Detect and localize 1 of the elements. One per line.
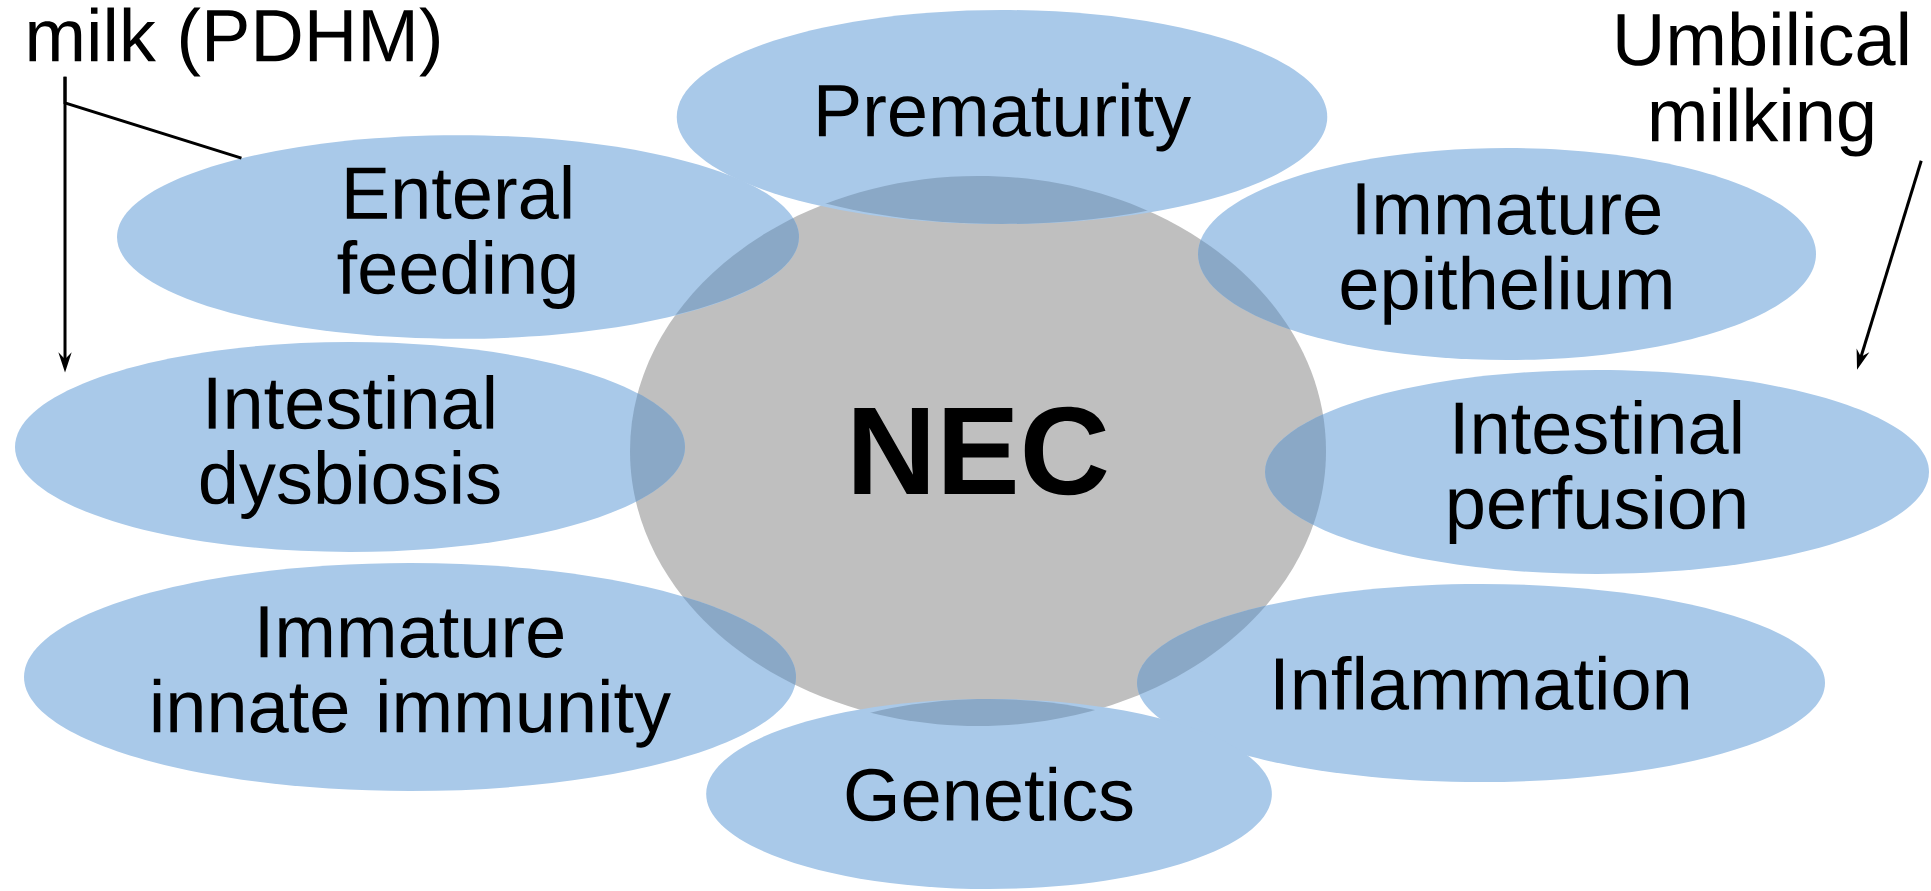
label-text: milk (PDHM) [29,7,439,77]
